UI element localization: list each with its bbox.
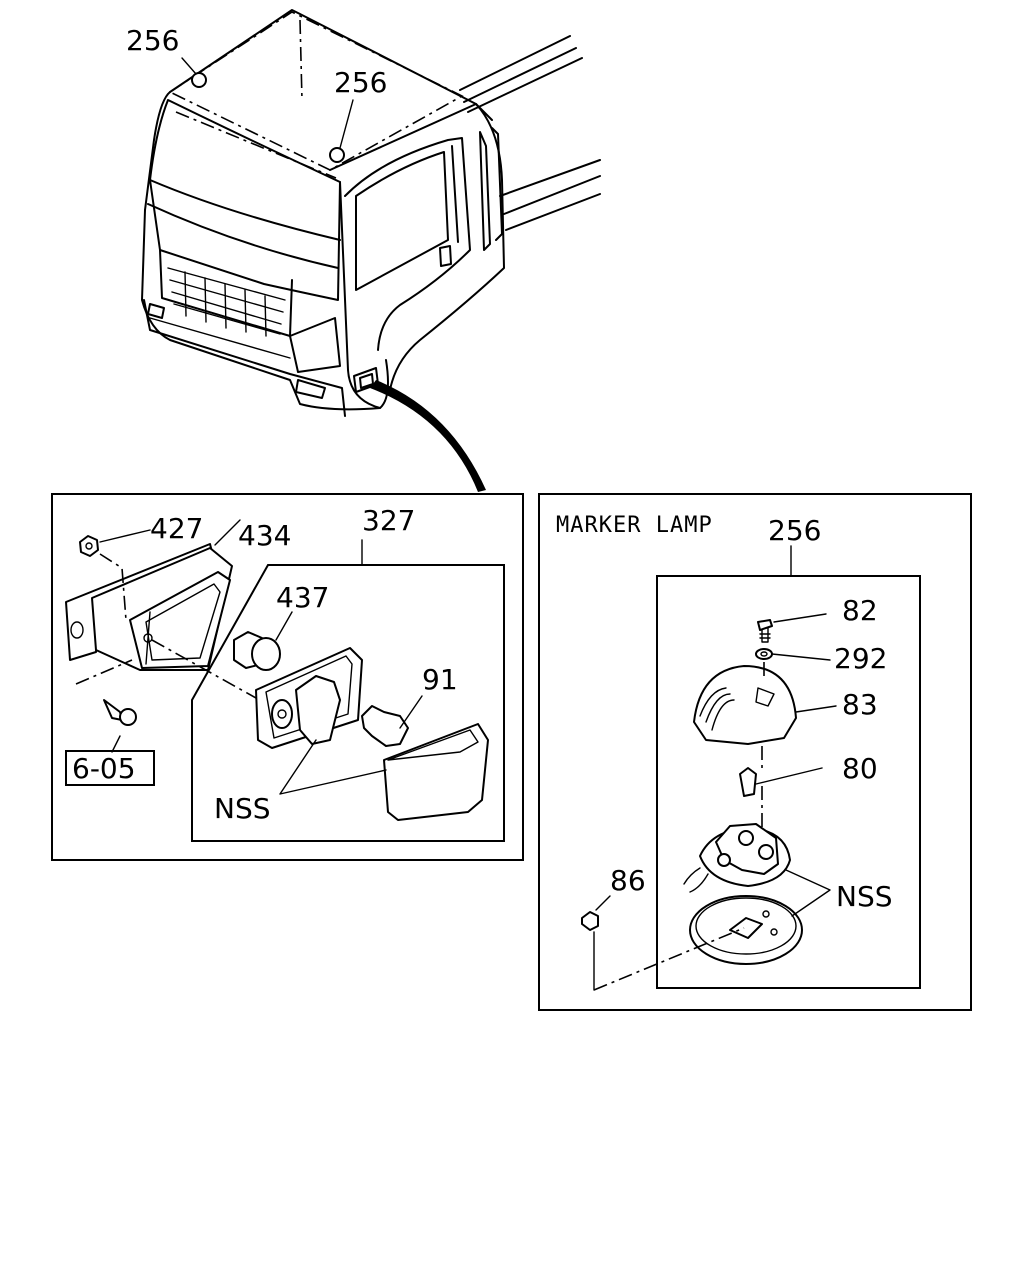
label-screw-ref: 6-05 [72,752,136,785]
lamp-body [295,675,341,745]
nut-86-icon [581,911,599,931]
label-nss-side-lamp: NSS [214,792,271,825]
nut-427-icon [79,535,99,557]
label-nss-marker: NSS [836,880,893,913]
side-lamp-parts [65,519,489,821]
label-socket-437: 437 [276,581,329,614]
label-bulb-80: 80 [842,752,878,785]
label-marker-title: MARKER LAMP [556,513,713,538]
truck-cab-illustration [141,9,601,492]
label-washer-292: 292 [834,642,887,675]
label-housing-434: 434 [238,519,291,552]
side-lamp-detail-box [51,493,524,861]
bulb-91-icon [361,705,409,747]
label-assembly-327: 327 [362,504,415,537]
label-cab-marker-right: 256 [334,66,387,99]
label-lens-83: 83 [842,688,878,721]
bulb-80-icon [739,767,757,797]
detail-pointer-arrow [370,380,486,492]
label-nut-427: 427 [150,512,203,545]
label-cab-marker-left: 256 [126,24,179,57]
label-screw-82: 82 [842,594,878,627]
label-bulb-91: 91 [422,663,458,696]
label-marker-assembly-256: 256 [768,514,821,547]
marker-lamp-left [191,72,207,88]
washer-292-icon [755,648,773,660]
lens-83-icon [693,665,797,745]
assembly-327-box [191,564,505,842]
marker-lamp-detail-box [538,493,972,1011]
marker-lamp-right [329,147,345,163]
marker-lamp-parts [581,613,837,991]
lens-icon [383,723,489,821]
reference-6-05-box [65,750,155,786]
screw-82-icon [757,619,773,631]
label-nut-86: 86 [610,864,646,897]
marker-assembly-256-box [656,575,921,989]
